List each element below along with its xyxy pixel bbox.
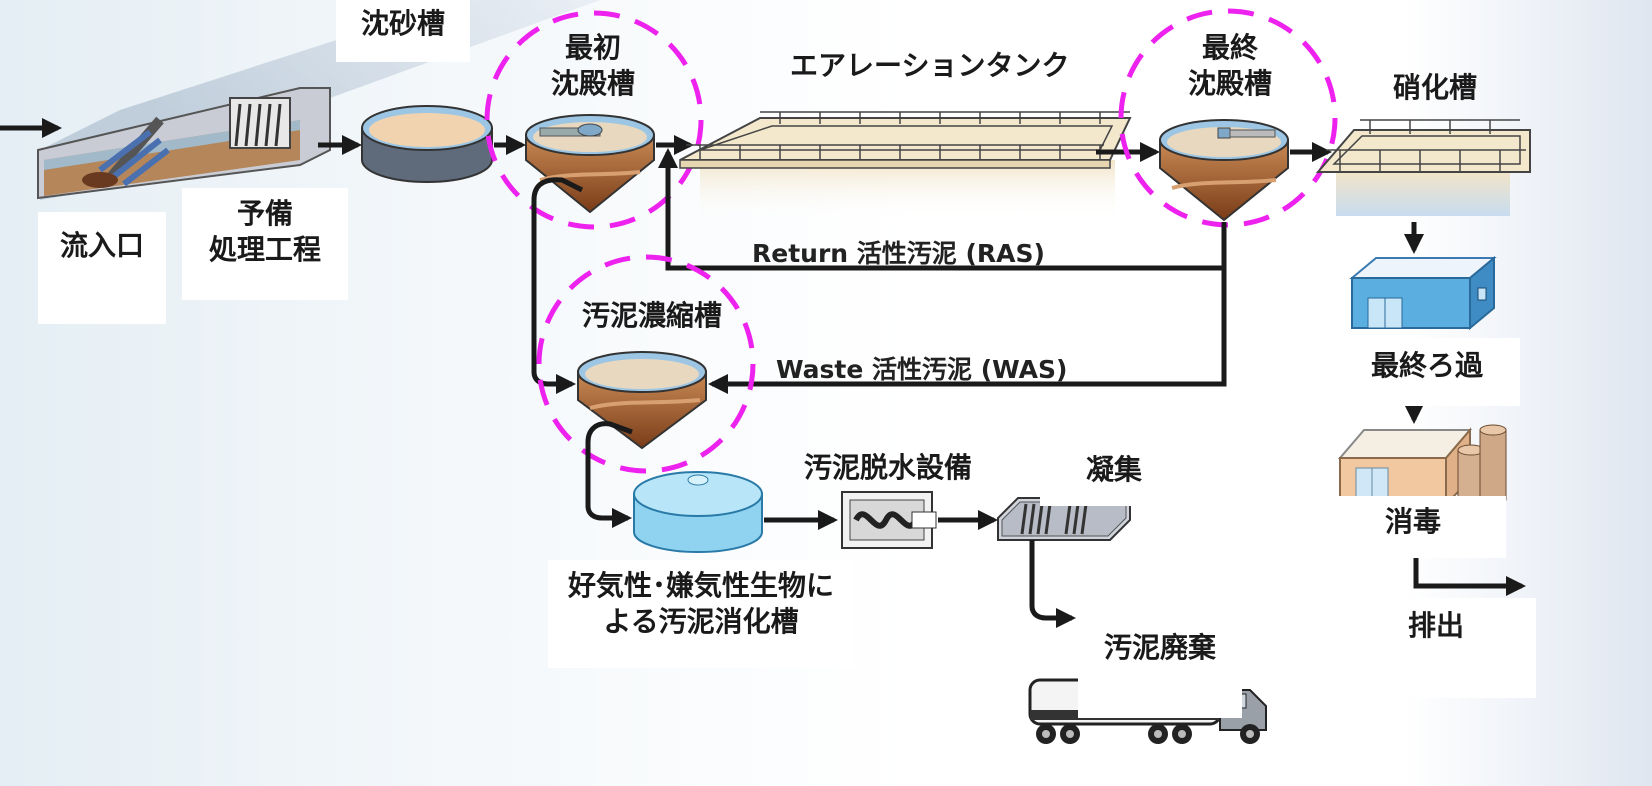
thickener-highlight xyxy=(536,254,756,474)
label-preliminary-line1: 予備 xyxy=(236,197,293,230)
grit-chamber-tank xyxy=(361,105,493,183)
primary-clarifier-tank xyxy=(525,114,655,214)
label-dewatering-text: 汚泥脱水設備 xyxy=(803,451,972,484)
label-grit-chamber: 沈砂槽 xyxy=(336,0,470,62)
label-final-filtration: 最終ろ過 xyxy=(1334,338,1520,406)
label-thickener: 汚泥濃縮槽 xyxy=(568,298,736,334)
label-primary-clarifier: 最初 沈殿槽 xyxy=(528,30,658,102)
digester-tank xyxy=(633,471,763,553)
label-final-filtration-text: 最終ろ過 xyxy=(1370,349,1483,382)
label-preliminary: 予備 処理工程 xyxy=(182,188,348,300)
label-coagulation-text: 凝集 xyxy=(1085,453,1142,486)
disinfection-building xyxy=(1337,424,1507,507)
label-digester-line1: 好気性･嫌気性生物に xyxy=(567,569,834,602)
dewatering-press xyxy=(841,491,937,549)
label-final-line2: 沈殿槽 xyxy=(1187,67,1272,100)
nitrification-tank xyxy=(1315,119,1531,216)
ras-return-line xyxy=(658,148,1227,271)
was-flow-text: Waste 活性汚泥 (WAS) xyxy=(776,355,1068,384)
label-grit-chamber-text: 沈砂槽 xyxy=(360,7,445,40)
primary-clarifier-highlight xyxy=(484,10,704,230)
label-dewatering: 汚泥脱水設備 xyxy=(790,450,986,486)
thickener-to-digester-line xyxy=(585,421,633,528)
label-aeration-tank: エアレーションタンク xyxy=(790,48,1069,84)
label-inlet-text: 流入口 xyxy=(59,229,144,262)
label-sludge-disposal-text: 汚泥廃棄 xyxy=(1103,631,1216,664)
label-nitrification-text: 硝化槽 xyxy=(1392,71,1477,104)
final-clarifier-highlight xyxy=(1118,8,1338,228)
ras-flow-text: Return 活性汚泥 (RAS) xyxy=(752,239,1045,268)
label-primary-line2: 沈殿槽 xyxy=(550,67,635,100)
label-final-line1: 最終 xyxy=(1201,31,1258,64)
arrow-coagulation-to-disposal xyxy=(1029,540,1076,628)
arrow-discharge xyxy=(1413,552,1526,596)
label-preliminary-line2: 処理工程 xyxy=(208,233,321,266)
inlet-channel xyxy=(37,0,600,200)
label-nitrification: 硝化槽 xyxy=(1370,70,1500,106)
aeration-tank xyxy=(679,111,1132,220)
label-final-clarifier: 最終 沈殿槽 xyxy=(1168,30,1292,102)
label-sludge-disposal: 汚泥廃棄 xyxy=(1078,584,1242,718)
label-aeration-tank-text: エアレーションタンク xyxy=(790,49,1070,82)
label-digester: 好気性･嫌気性生物に よる汚泥消化槽 xyxy=(548,560,854,668)
ras-flow-label: Return 活性汚泥 (RAS) xyxy=(752,234,1045,270)
coagulation-unit xyxy=(997,497,1131,541)
label-disinfection-text: 消毒 xyxy=(1384,505,1441,538)
final-clarifier-tank xyxy=(1159,119,1289,222)
was-waste-line xyxy=(708,268,1227,394)
label-digester-line2: よる汚泥消化槽 xyxy=(603,605,799,638)
label-disinfection: 消毒 xyxy=(1320,496,1506,558)
label-inlet: 流入口 xyxy=(38,212,166,324)
was-flow-label: Waste 活性汚泥 (WAS) xyxy=(776,350,1067,386)
label-thickener-text: 汚泥濃縮槽 xyxy=(581,299,722,332)
label-coagulation: 凝集 xyxy=(1040,440,1188,506)
label-discharge: 排出 xyxy=(1336,598,1536,698)
filtration-building xyxy=(1349,255,1497,331)
label-discharge-text: 排出 xyxy=(1407,609,1464,642)
label-primary-line1: 最初 xyxy=(564,31,621,64)
thickener-tank xyxy=(577,351,707,450)
